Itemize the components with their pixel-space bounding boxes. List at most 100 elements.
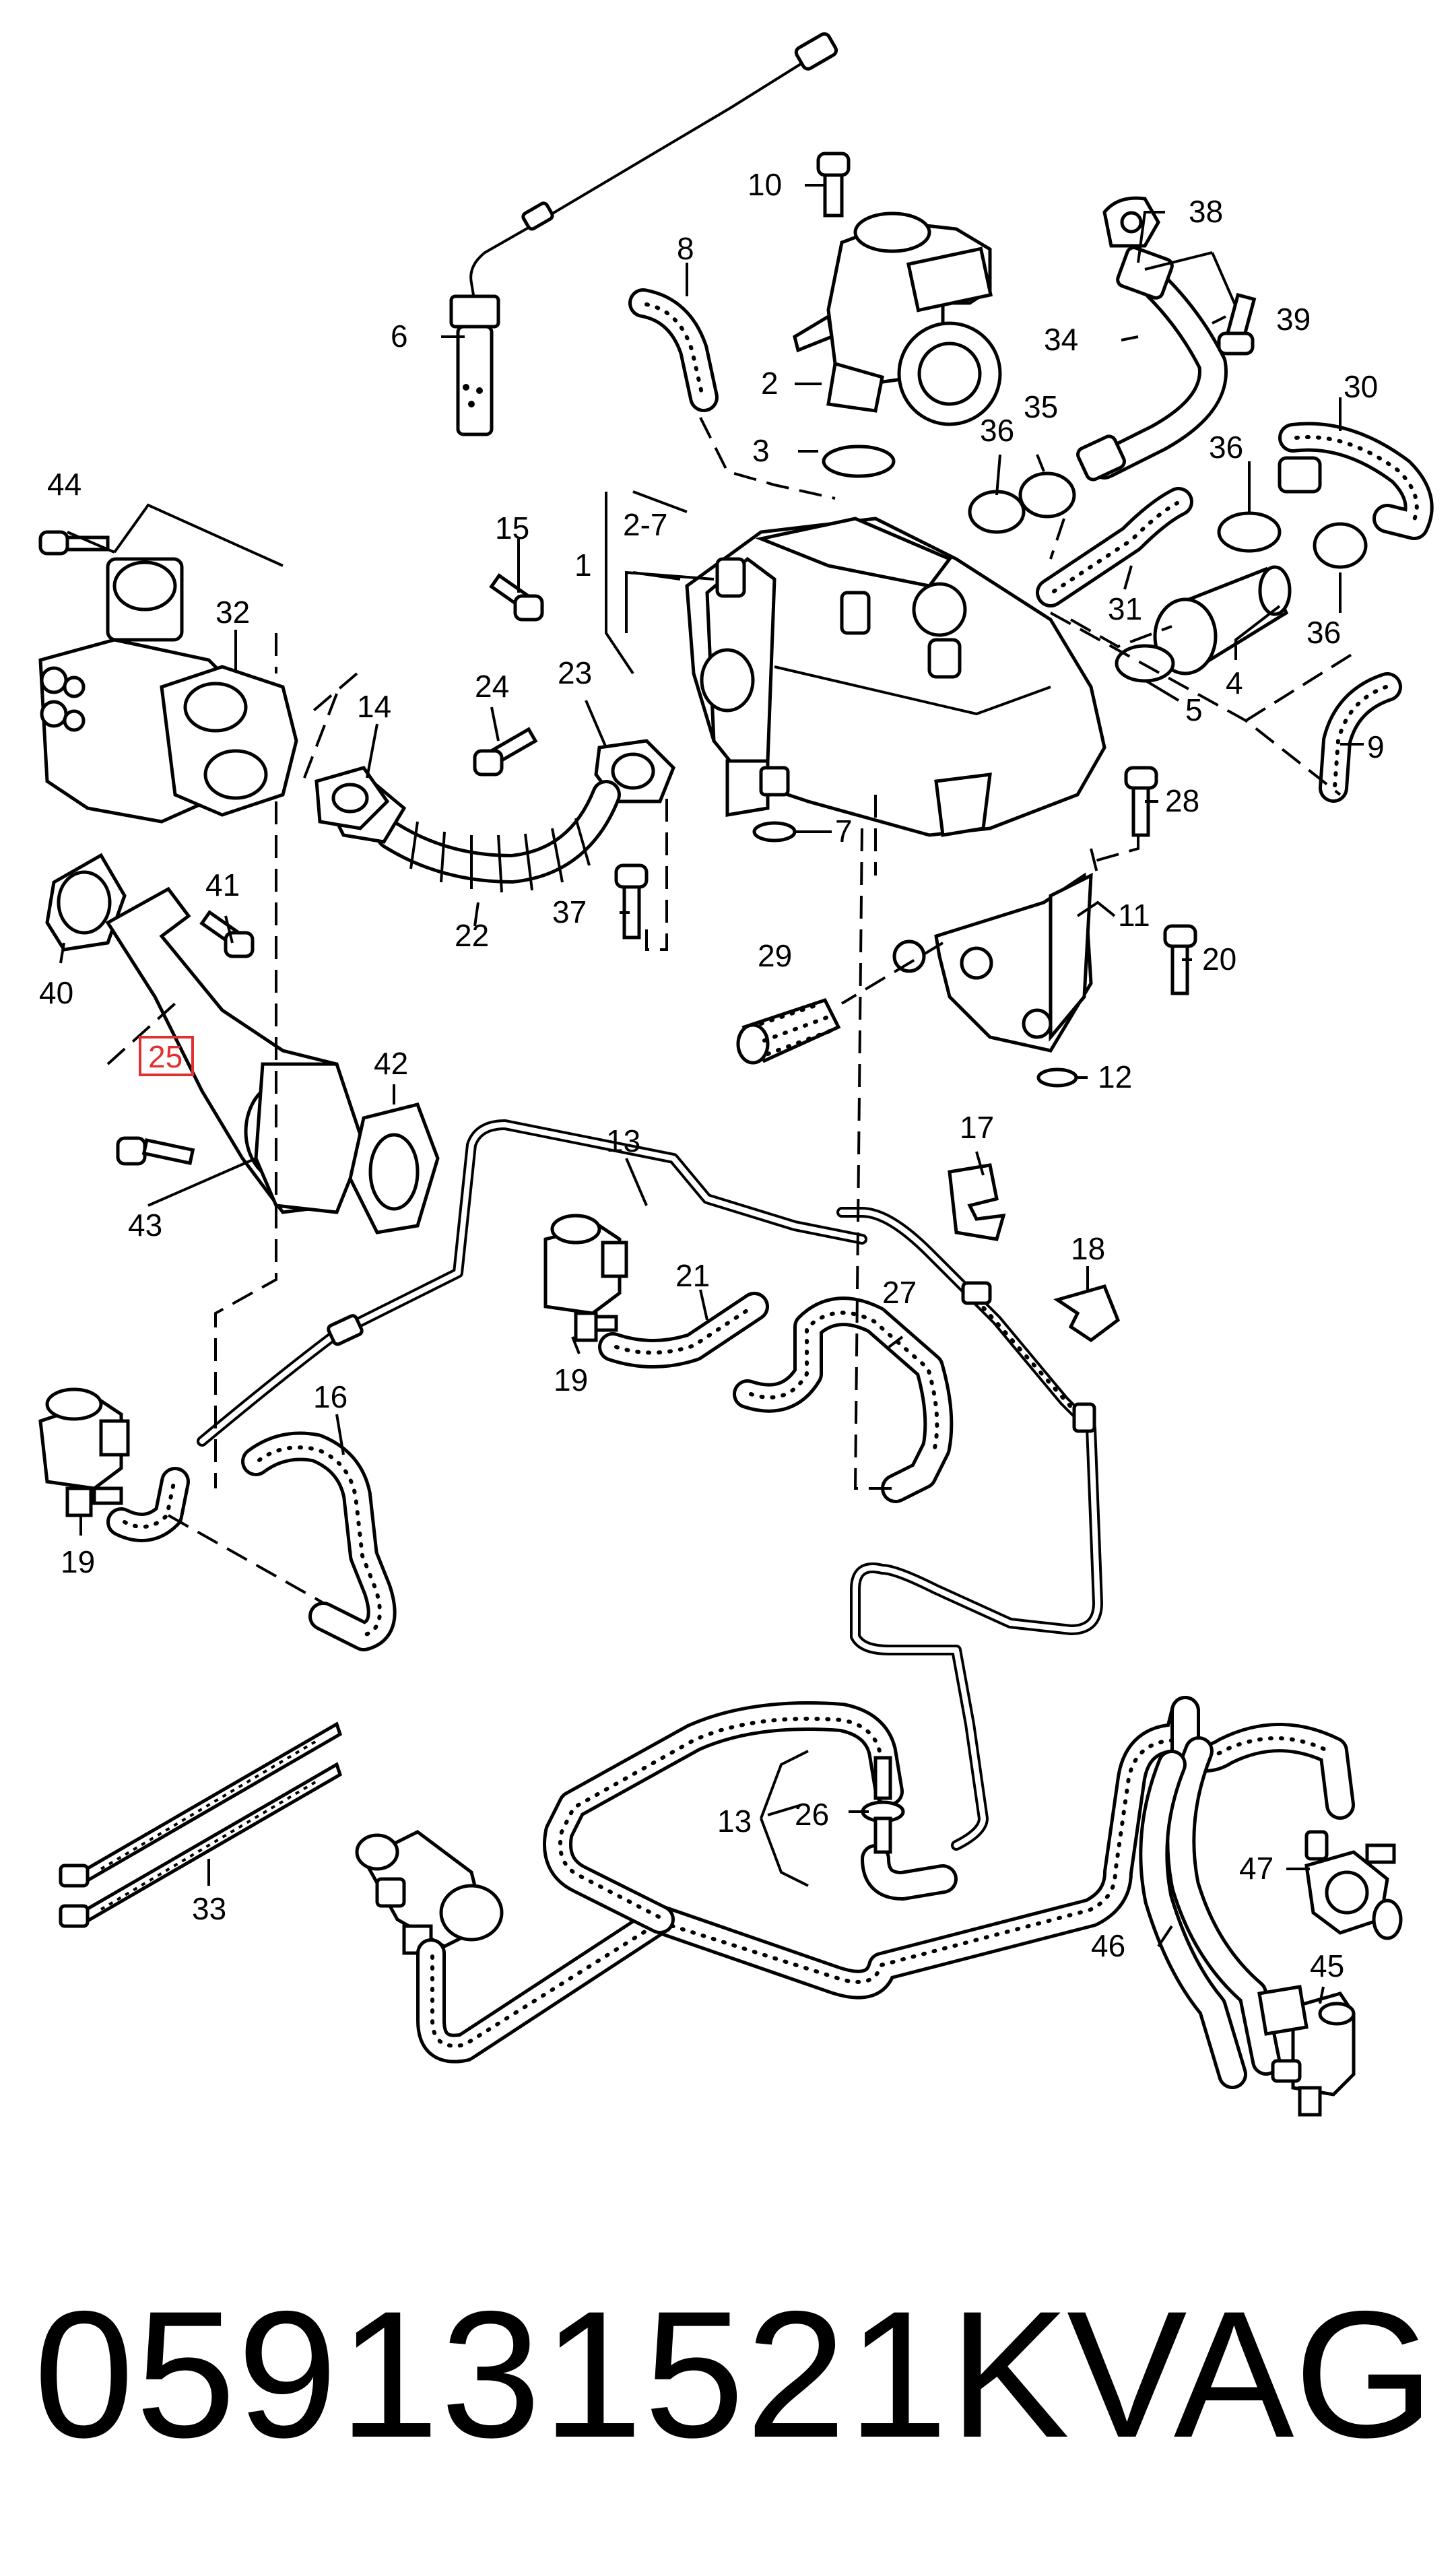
brand-label: VAG: [1066, 2273, 1434, 2475]
callout-2-7: 2-7: [623, 507, 667, 542]
part-29-mount: [736, 997, 841, 1065]
callout-13-a: 13: [606, 1123, 640, 1158]
part-4-connector: [1153, 565, 1292, 676]
part-13-vacuum-line: [197, 1119, 1103, 1851]
callout-19-a: 19: [554, 1362, 588, 1397]
callout-11: 11: [1118, 898, 1150, 933]
part-25-pipe: [105, 886, 366, 1214]
callout-17: 17: [960, 1110, 994, 1145]
callout-38: 38: [1189, 194, 1223, 229]
part-18-clip: [1053, 1284, 1121, 1343]
part-30-hose: [1278, 422, 1434, 540]
part-47-valve: [1304, 1830, 1403, 1940]
part-45-valve: [1257, 1985, 1356, 2117]
callout-21: 21: [675, 1258, 710, 1293]
callout-43: 43: [128, 1208, 162, 1243]
callout-10: 10: [748, 167, 782, 202]
part-16-hose: [106, 1431, 397, 1651]
callout-19-b: 19: [61, 1544, 95, 1579]
callout-3: 3: [752, 433, 770, 468]
callout-32: 32: [216, 595, 250, 630]
leader-lines: [59, 184, 1364, 2004]
part-12-seal: [1036, 1067, 1078, 1088]
part-42-gasket: [348, 1102, 440, 1234]
callout-25-highlight: [139, 1036, 194, 1076]
part-17-clip: [948, 1163, 1006, 1241]
callout-13-b: 13: [717, 1804, 752, 1839]
part-19-solenoid-valve-upper: [543, 1214, 628, 1342]
part-37-bolt: [614, 863, 649, 940]
callout-29: 29: [758, 938, 792, 973]
part-28-bolt: [1124, 766, 1158, 837]
callout-16: 16: [313, 1379, 348, 1414]
callout-28: 28: [1165, 783, 1199, 818]
callout-15: 15: [495, 510, 529, 546]
part-10-bolt: [816, 152, 851, 218]
callout-34: 34: [1044, 322, 1078, 357]
callout-46: 46: [1091, 1928, 1125, 1963]
callout-labels: 10 8 2 3 6 38 34 39 30 36 35 36 31 36 4 …: [39, 167, 1385, 1983]
callout-14: 14: [357, 689, 391, 724]
callout-35: 35: [1024, 389, 1058, 424]
callout-44: 44: [47, 467, 81, 502]
part-1-egr-cooler: [685, 517, 1106, 837]
part-33-cable-ties: [59, 1721, 343, 1928]
part-hose-network: [416, 1696, 1355, 2064]
part-46-hose: [1139, 1736, 1281, 2089]
callout-20: 20: [1202, 942, 1236, 977]
part-31-hose: [1036, 487, 1193, 607]
callout-47: 47: [1239, 1851, 1273, 1886]
part-9-hose: [1319, 672, 1402, 803]
part-3-o-ring: [822, 444, 896, 478]
part-valve-lower-left: [355, 1830, 504, 1955]
callout-40: 40: [39, 975, 73, 1010]
callout-2: 2: [761, 366, 779, 401]
callout-7: 7: [835, 814, 853, 849]
part-36-clamp-c: [1313, 522, 1368, 569]
callout-37: 37: [552, 894, 587, 929]
callout-25: 25: [148, 1039, 183, 1074]
callout-45: 45: [1310, 1948, 1344, 1983]
part-7-seal: [752, 821, 797, 843]
part-32-egr-module: [38, 557, 298, 824]
callout-26: 26: [795, 1797, 829, 1832]
part-20-bolt: [1163, 924, 1197, 995]
part-35-clamp: [1018, 471, 1076, 519]
part-2-egr-valve: [793, 211, 1002, 426]
part-15-bolt: [489, 573, 544, 622]
part-34-pipe: [1076, 196, 1228, 482]
part-19-solenoid-valve-lower: [38, 1387, 130, 1517]
part-8-hose: [628, 288, 719, 412]
callout-33: 33: [192, 1891, 226, 1926]
callout-9: 9: [1367, 729, 1385, 764]
callout-4: 4: [1226, 665, 1243, 700]
callout-36-b: 36: [1209, 430, 1243, 465]
part-43-bolt: [116, 1136, 195, 1166]
part-44-bolt: [38, 530, 110, 556]
callout-36-a: 36: [980, 413, 1014, 448]
part-number: 059131521K: [34, 2273, 1071, 2475]
part-27-hose: [733, 1296, 954, 1503]
callout-12: 12: [1098, 1059, 1132, 1094]
callout-24: 24: [475, 669, 509, 704]
dashed-reference-lines: [106, 417, 1355, 1604]
callout-41: 41: [205, 867, 240, 902]
callout-6: 6: [391, 319, 408, 354]
callout-5: 5: [1185, 692, 1203, 727]
callout-30: 30: [1344, 369, 1378, 404]
callout-36-c: 36: [1306, 615, 1341, 650]
part-36-clamp-b: [1217, 456, 1322, 553]
part-22-flexible-pipe: [321, 772, 621, 893]
callout-42: 42: [374, 1046, 408, 1081]
part-40-gasket: [45, 853, 127, 952]
part-6-temperature-sensor: [449, 32, 838, 436]
callout-22: 22: [455, 918, 489, 953]
callout-31: 31: [1108, 591, 1142, 626]
part-24-bolt: [473, 727, 538, 777]
callout-8: 8: [677, 231, 694, 266]
part-39-bolt: [1217, 292, 1257, 356]
part-11-bracket: [892, 872, 1093, 1053]
part-21-hose: [598, 1292, 769, 1369]
callout-18: 18: [1071, 1231, 1105, 1266]
